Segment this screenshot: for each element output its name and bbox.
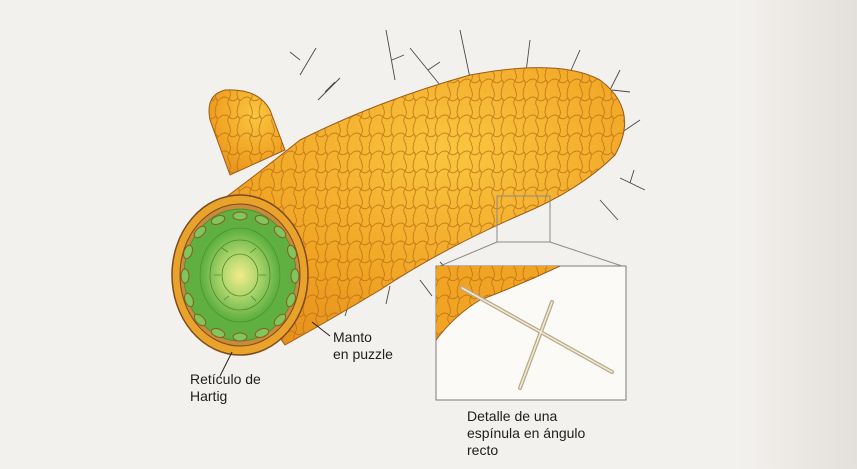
hartig-label: Retículo de Hartig — [190, 371, 261, 405]
spine-detail-inset — [436, 266, 626, 400]
detail-label-line2: espínula en ángulo — [467, 425, 585, 442]
manto-label-line2: en puzzle — [333, 346, 393, 363]
detail-label-line1: Detalle de una — [467, 408, 585, 425]
manto-label: Manto en puzzle — [333, 329, 393, 363]
detail-label-line3: recto — [467, 442, 585, 459]
page-edge-shadow — [739, 0, 857, 469]
hartig-label-line1: Retículo de — [190, 371, 261, 388]
manto-label-line1: Manto — [333, 329, 393, 346]
detail-connector-lines — [440, 242, 622, 266]
root-cross-section — [172, 195, 308, 355]
detail-label: Detalle de una espínula en ángulo recto — [467, 408, 585, 459]
hartig-label-line2: Hartig — [190, 388, 261, 405]
